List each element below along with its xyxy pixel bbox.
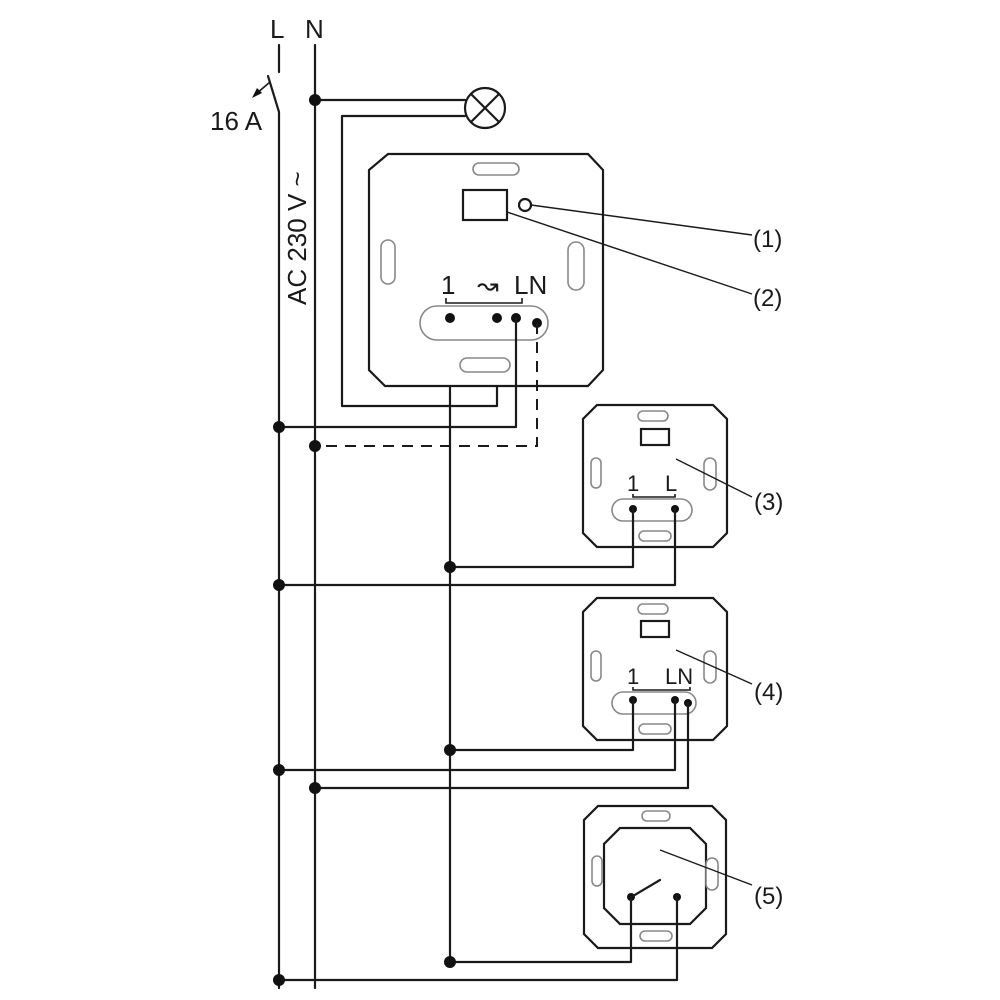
voltage-label: AC 230 V ~ bbox=[282, 171, 312, 305]
ext5-line-wire bbox=[277, 895, 679, 982]
main-terminal-ln-label: LN bbox=[514, 270, 547, 300]
lamp-icon bbox=[313, 86, 507, 130]
dimmer-neutral-optional bbox=[315, 323, 538, 447]
ext3-terminal-1-label: 1 bbox=[627, 471, 639, 496]
main-terminal-1-label: 1 bbox=[441, 270, 455, 300]
push-button-insert-5 bbox=[582, 804, 728, 950]
ext4-terminal-1-label: 1 bbox=[627, 664, 639, 689]
ext4-line-wire bbox=[277, 698, 677, 772]
ext4-neutral-wire bbox=[313, 701, 690, 790]
ext5-load-wire bbox=[448, 895, 633, 964]
status-led-icon bbox=[517, 197, 533, 213]
ext3-terminal-l-label: L bbox=[665, 471, 677, 496]
dimmer-control-window bbox=[461, 188, 509, 222]
ext4-load-wire bbox=[448, 698, 635, 752]
callout-4: (4) bbox=[754, 679, 783, 706]
ext3-load-wire bbox=[448, 507, 635, 569]
callout-3: (3) bbox=[754, 489, 783, 516]
dimmer-symbol-icon: ↝ bbox=[477, 270, 499, 300]
line-label: L bbox=[270, 14, 284, 44]
extension-insert-3: 1 L bbox=[581, 403, 729, 549]
callout-5: (5) bbox=[754, 883, 783, 910]
ext3-line-wire bbox=[277, 507, 677, 587]
switch-contact-icon bbox=[631, 878, 662, 898]
breaker-rating: 16 A bbox=[210, 106, 263, 136]
ext4-terminal-ln-label: LN bbox=[665, 664, 693, 689]
main-dimmer-insert: 1 ↝ LN bbox=[367, 152, 605, 388]
dimmer-line-wire bbox=[277, 316, 518, 429]
extension-insert-4: 1 LN bbox=[581, 596, 729, 742]
junction-dots bbox=[273, 94, 456, 986]
callout-2: (2) bbox=[753, 285, 782, 312]
circuit-breaker bbox=[252, 43, 281, 114]
neutral-label: N bbox=[305, 14, 324, 44]
callout-1: (1) bbox=[753, 226, 782, 253]
